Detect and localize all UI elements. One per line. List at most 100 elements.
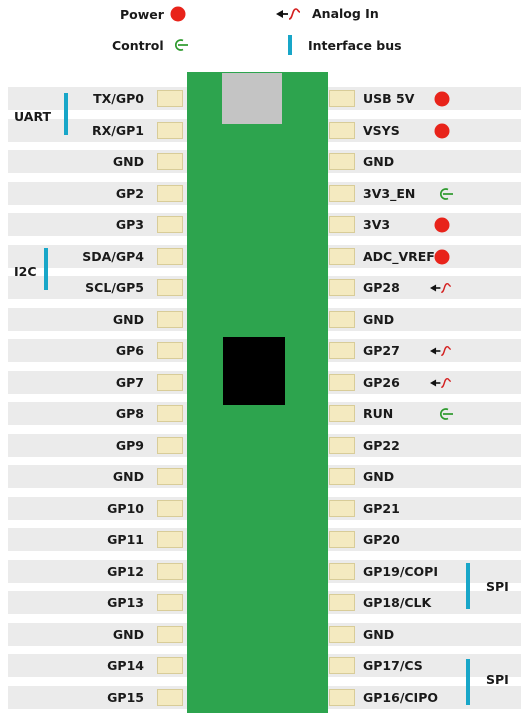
right-pin-label: GP22 (363, 438, 400, 453)
power-marker-icon (429, 245, 455, 268)
right-pin-label: GP21 (363, 501, 400, 516)
right-pin-pad (329, 531, 355, 548)
right-pin-label: GP27 (363, 343, 400, 358)
right-pin-label: GND (363, 627, 395, 642)
uart-label: UART (14, 109, 52, 124)
right-pin-label: GP16/CIPO (363, 690, 438, 705)
spi1-label: SPI (486, 672, 509, 687)
left-pin-pad (157, 374, 183, 391)
left-pin-label: SDA/GP4 (82, 249, 144, 264)
analog-marker-icon (430, 371, 456, 394)
left-pin-label: RX/GP1 (92, 123, 144, 138)
right-pin-label: VSYS (363, 123, 400, 138)
legend-control: Control (112, 37, 190, 53)
i2c-bus-bar (44, 248, 48, 290)
left-pin-label: GND (112, 154, 144, 169)
spi1-bus-bar (466, 659, 470, 705)
right-pin-pad (329, 500, 355, 517)
control-marker-icon (432, 402, 458, 425)
bus-icon (288, 35, 292, 55)
left-pin-label: GP14 (107, 658, 144, 673)
left-pin-label: GND (112, 312, 144, 327)
analog-marker-icon (430, 339, 456, 362)
right-pin-label: GND (363, 312, 395, 327)
right-pin-label: GND (363, 154, 395, 169)
power-marker-icon (429, 119, 455, 142)
right-pin-pad (329, 185, 355, 202)
left-pin-label: GP6 (115, 343, 144, 358)
left-pin-pad (157, 626, 183, 643)
left-pin-label: GP7 (115, 375, 144, 390)
right-pin-pad (329, 342, 355, 359)
legend-power: Power (120, 6, 186, 22)
power-marker-icon (429, 87, 455, 110)
left-pin-pad (157, 185, 183, 202)
right-pin-label: ADC_VREF (363, 249, 435, 264)
right-pin-label: GP20 (363, 532, 400, 547)
right-pin-label: GP26 (363, 375, 400, 390)
right-pin-pad (329, 563, 355, 580)
left-pin-label: TX/GP0 (93, 91, 144, 106)
left-pin-pad (157, 311, 183, 328)
right-pin-label: GND (363, 469, 395, 484)
control-icon (174, 39, 188, 51)
right-pin-label: USB 5V (363, 91, 415, 106)
right-pin-pad (329, 374, 355, 391)
left-pin-label: GND (112, 627, 144, 642)
legend-analog: Analog In (276, 6, 379, 21)
power-dot-icon (170, 6, 186, 22)
left-pin-pad (157, 248, 183, 265)
usb-connector (222, 73, 282, 124)
right-pin-pad (329, 90, 355, 107)
left-pin-pad (157, 500, 183, 517)
right-pin-label: 3V3 (363, 217, 391, 232)
right-pin-pad (329, 657, 355, 674)
left-pin-pad (157, 594, 183, 611)
right-pin-pad (329, 279, 355, 296)
left-pin-label: GP15 (107, 690, 144, 705)
left-pin-pad (157, 531, 183, 548)
left-pin-pad (157, 437, 183, 454)
right-pin-label: 3V3_EN (363, 186, 416, 201)
left-pin-pad (157, 689, 183, 706)
control-marker-icon (432, 182, 458, 205)
left-pin-label: GP10 (107, 501, 144, 516)
left-pin-pad (157, 216, 183, 233)
right-pin-pad (329, 122, 355, 139)
legend-power-label: Power (120, 6, 164, 22)
analog-in-icon (276, 7, 301, 20)
legend-bus: Interface bus (288, 35, 402, 55)
right-pin-pad (329, 248, 355, 265)
left-pin-label: GP3 (115, 217, 144, 232)
right-pin-pad (329, 626, 355, 643)
left-pin-label: GP2 (115, 186, 144, 201)
left-pin-pad (157, 405, 183, 422)
right-pin-pad (329, 405, 355, 422)
left-pin-label: GP9 (115, 438, 144, 453)
left-pin-label: GP13 (107, 595, 144, 610)
left-pin-pad (157, 153, 183, 170)
legend-analog-label: Analog In (312, 6, 379, 21)
left-pin-pad (157, 563, 183, 580)
rp2040-chip (223, 337, 285, 405)
left-pin-pad (157, 122, 183, 139)
left-pin-label: GP8 (115, 406, 144, 421)
left-pin-label: GP11 (107, 532, 144, 547)
right-pin-pad (329, 153, 355, 170)
right-pin-pad (329, 311, 355, 328)
right-pin-pad (329, 437, 355, 454)
right-pin-label: GP18/CLK (363, 595, 432, 610)
left-pin-label: GP12 (107, 564, 144, 579)
legend-control-label: Control (112, 37, 164, 53)
left-pin-label: SCL/GP5 (85, 280, 144, 295)
analog-marker-icon (430, 276, 456, 299)
right-pin-label: GP19/COPI (363, 564, 438, 579)
left-pin-pad (157, 657, 183, 674)
power-marker-icon (429, 213, 455, 236)
uart-bus-bar (64, 93, 68, 135)
spi0-bus-bar (466, 563, 470, 609)
left-pin-pad (157, 468, 183, 485)
right-pin-label: GP17/CS (363, 658, 423, 673)
right-pin-pad (329, 468, 355, 485)
right-pin-label: RUN (363, 406, 394, 421)
